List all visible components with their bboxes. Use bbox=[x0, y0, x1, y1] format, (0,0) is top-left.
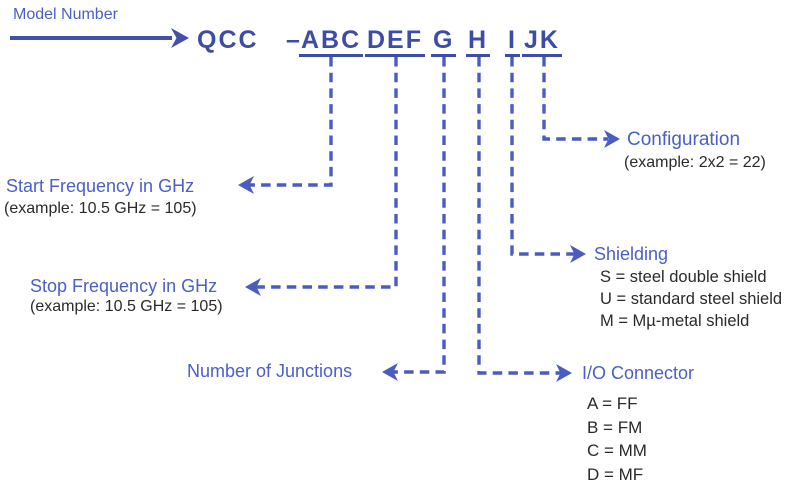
model-group-h: H bbox=[466, 28, 491, 57]
model-prefix: QCC bbox=[197, 26, 259, 54]
io-option: A = FF bbox=[587, 394, 638, 413]
start-frequency-title: Start Frequency in GHz bbox=[6, 176, 195, 196]
io-connector-title: I/O Connector bbox=[582, 363, 695, 383]
abc-connector-line bbox=[246, 57, 333, 187]
jk-arrowhead bbox=[604, 130, 620, 148]
model-number-label: Model Number bbox=[13, 6, 118, 23]
jk-connector-line bbox=[542, 57, 608, 141]
h-arrowhead bbox=[556, 364, 572, 382]
model-group-abc: ABC bbox=[299, 28, 364, 57]
model-number-arrow bbox=[10, 28, 189, 48]
configuration-note: (example: 2x2 = 22) bbox=[624, 154, 766, 171]
model-group-jk: JK bbox=[522, 28, 562, 57]
abc-arrowhead bbox=[238, 176, 254, 194]
shielding-option: U = standard steel shield bbox=[600, 290, 783, 308]
def-connector-line bbox=[253, 57, 398, 289]
shielding-option: M = Mµ-metal shield bbox=[600, 312, 750, 330]
model-group-g: G bbox=[431, 28, 457, 57]
h-connector-line bbox=[477, 57, 562, 375]
shielding-options: S = steel double shield U = standard ste… bbox=[600, 266, 782, 332]
junctions-title: Number of Junctions bbox=[187, 361, 353, 381]
shielding-option: S = steel double shield bbox=[600, 268, 767, 286]
model-group-i: I bbox=[505, 28, 520, 57]
g-arrowhead bbox=[382, 363, 398, 381]
configuration-title: Configuration bbox=[627, 129, 741, 150]
io-connector-options: A = FF B = FM C = MM D = MF bbox=[587, 392, 647, 486]
g-connector-line bbox=[390, 57, 446, 374]
model-group-def: DEF bbox=[365, 28, 425, 57]
io-option: B = FM bbox=[587, 417, 643, 437]
io-option: D = MF bbox=[587, 464, 644, 484]
model-separator: – bbox=[286, 26, 302, 54]
stop-frequency-title: Stop Frequency in GHz bbox=[30, 276, 218, 296]
io-option: C = MM bbox=[587, 441, 647, 460]
i-arrowhead bbox=[570, 245, 586, 263]
start-frequency-note: (example: 10.5 GHz = 105) bbox=[4, 200, 197, 217]
shielding-title: Shielding bbox=[594, 244, 669, 264]
def-arrowhead bbox=[245, 278, 261, 296]
stop-frequency-note: (example: 10.5 GHz = 105) bbox=[30, 298, 223, 315]
i-connector-line bbox=[510, 57, 576, 256]
